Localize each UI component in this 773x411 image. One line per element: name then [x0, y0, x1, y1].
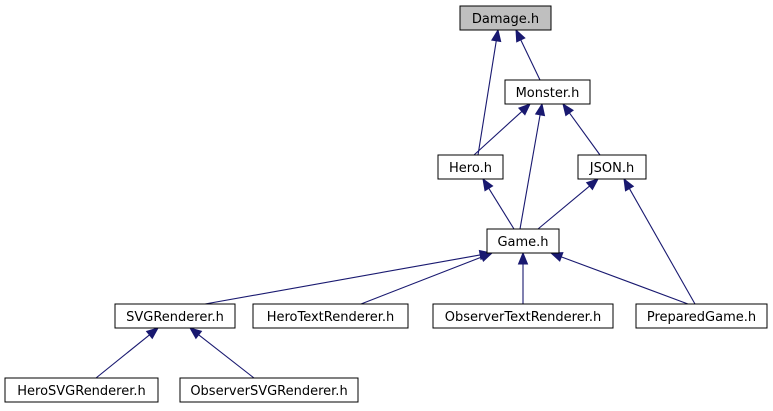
node-herosvgrenderer-h-box: [4, 377, 159, 403]
edge-line: [204, 254, 481, 305]
edge-line: [360, 256, 482, 305]
arrowhead-icon: [479, 252, 494, 263]
nodes-layer: Damage.h Monster.h Hero.h JSON.h Game.h …: [4, 5, 768, 403]
node-hero-h-label: Hero.h: [449, 161, 492, 176]
edge-line: [628, 188, 696, 305]
node-observertextrenderer-h[interactable]: ObserverTextRenderer.h: [432, 303, 614, 329]
edge-line: [519, 114, 541, 230]
arrowhead-icon: [145, 327, 160, 340]
arrowhead-icon: [534, 102, 546, 117]
edge-line: [477, 40, 497, 156]
edge-observer-text-renderer-to-game: [517, 251, 529, 304]
node-observersvgrenderer-h-label: ObserverSVGRenderer.h: [190, 384, 347, 399]
arrowhead-icon: [549, 252, 564, 262]
edge-line: [95, 334, 150, 379]
edge-prepared-game-to-json: [623, 177, 696, 305]
arrowhead-icon: [562, 102, 574, 117]
node-json-h-box: [577, 154, 647, 180]
node-herotextrenderer-h-box: [252, 303, 409, 329]
edge-json-to-monster: [562, 102, 601, 156]
edge-line: [537, 185, 590, 230]
edge-hero-to-monster: [473, 103, 531, 156]
node-herosvgrenderer-h[interactable]: HeroSVGRenderer.h: [4, 377, 159, 403]
edge-line: [520, 39, 541, 81]
node-svgrenderer-h-box: [114, 303, 236, 329]
edge-line: [198, 334, 255, 379]
node-svgrenderer-h-label: SVGRenderer.h: [126, 310, 224, 325]
edge-game-to-monster: [519, 102, 546, 230]
edge-line: [473, 110, 523, 156]
arrowhead-icon: [188, 327, 203, 340]
edge-hero-to-damage: [477, 28, 502, 156]
node-herotextrenderer-h-label: HeroTextRenderer.h: [267, 310, 395, 325]
edge-prepared-game-to-game: [549, 252, 689, 305]
node-json-h[interactable]: JSON.h: [577, 154, 647, 180]
edge-hero-svg-renderer-to-svg-renderer: [95, 327, 160, 379]
arrowhead-icon: [491, 28, 502, 43]
arrowhead-icon: [585, 178, 600, 191]
arrowhead-icon: [623, 177, 635, 192]
node-damage-h[interactable]: Damage.h: [459, 5, 552, 31]
edge-game-to-json: [537, 178, 600, 230]
arrowhead-icon: [482, 177, 494, 192]
node-preparedgame-h-box: [635, 303, 768, 329]
edges-layer: [95, 28, 696, 379]
node-observertextrenderer-h-label: ObserverTextRenderer.h: [445, 310, 601, 325]
arrowhead-icon: [517, 103, 531, 116]
node-game-h[interactable]: Game.h: [486, 228, 560, 254]
node-monster-h-label: Monster.h: [516, 86, 580, 101]
arrowhead-icon: [517, 251, 529, 265]
node-observersvgrenderer-h[interactable]: ObserverSVGRenderer.h: [179, 377, 359, 403]
node-observersvgrenderer-h-box: [179, 377, 359, 403]
edge-game-to-hero: [482, 177, 515, 230]
edge-svg-renderer-to-game: [204, 249, 493, 305]
node-svgrenderer-h[interactable]: SVGRenderer.h: [114, 303, 236, 329]
node-herotextrenderer-h[interactable]: HeroTextRenderer.h: [252, 303, 409, 329]
edge-observer-svg-renderer-to-svg-renderer: [188, 327, 255, 379]
node-monster-h[interactable]: Monster.h: [504, 79, 591, 105]
node-herosvgrenderer-h-label: HeroSVGRenderer.h: [17, 384, 146, 399]
node-game-h-label: Game.h: [497, 235, 548, 250]
node-damage-h-label: Damage.h: [472, 12, 539, 27]
node-preparedgame-h-label: PreparedGame.h: [647, 310, 756, 325]
edge-line: [561, 256, 689, 305]
edge-monster-to-damage: [515, 28, 541, 81]
arrowhead-icon: [515, 28, 526, 43]
node-hero-h[interactable]: Hero.h: [437, 154, 504, 180]
node-preparedgame-h[interactable]: PreparedGame.h: [635, 303, 768, 329]
node-damage-h-box: [459, 5, 552, 31]
node-observertextrenderer-h-box: [432, 303, 614, 329]
node-game-h-box: [486, 228, 560, 254]
edge-line: [488, 188, 515, 230]
edge-line: [569, 112, 601, 156]
node-monster-h-box: [504, 79, 591, 105]
node-hero-h-box: [437, 154, 504, 180]
node-json-h-label: JSON.h: [589, 161, 634, 176]
edge-hero-text-renderer-to-game: [360, 252, 494, 305]
